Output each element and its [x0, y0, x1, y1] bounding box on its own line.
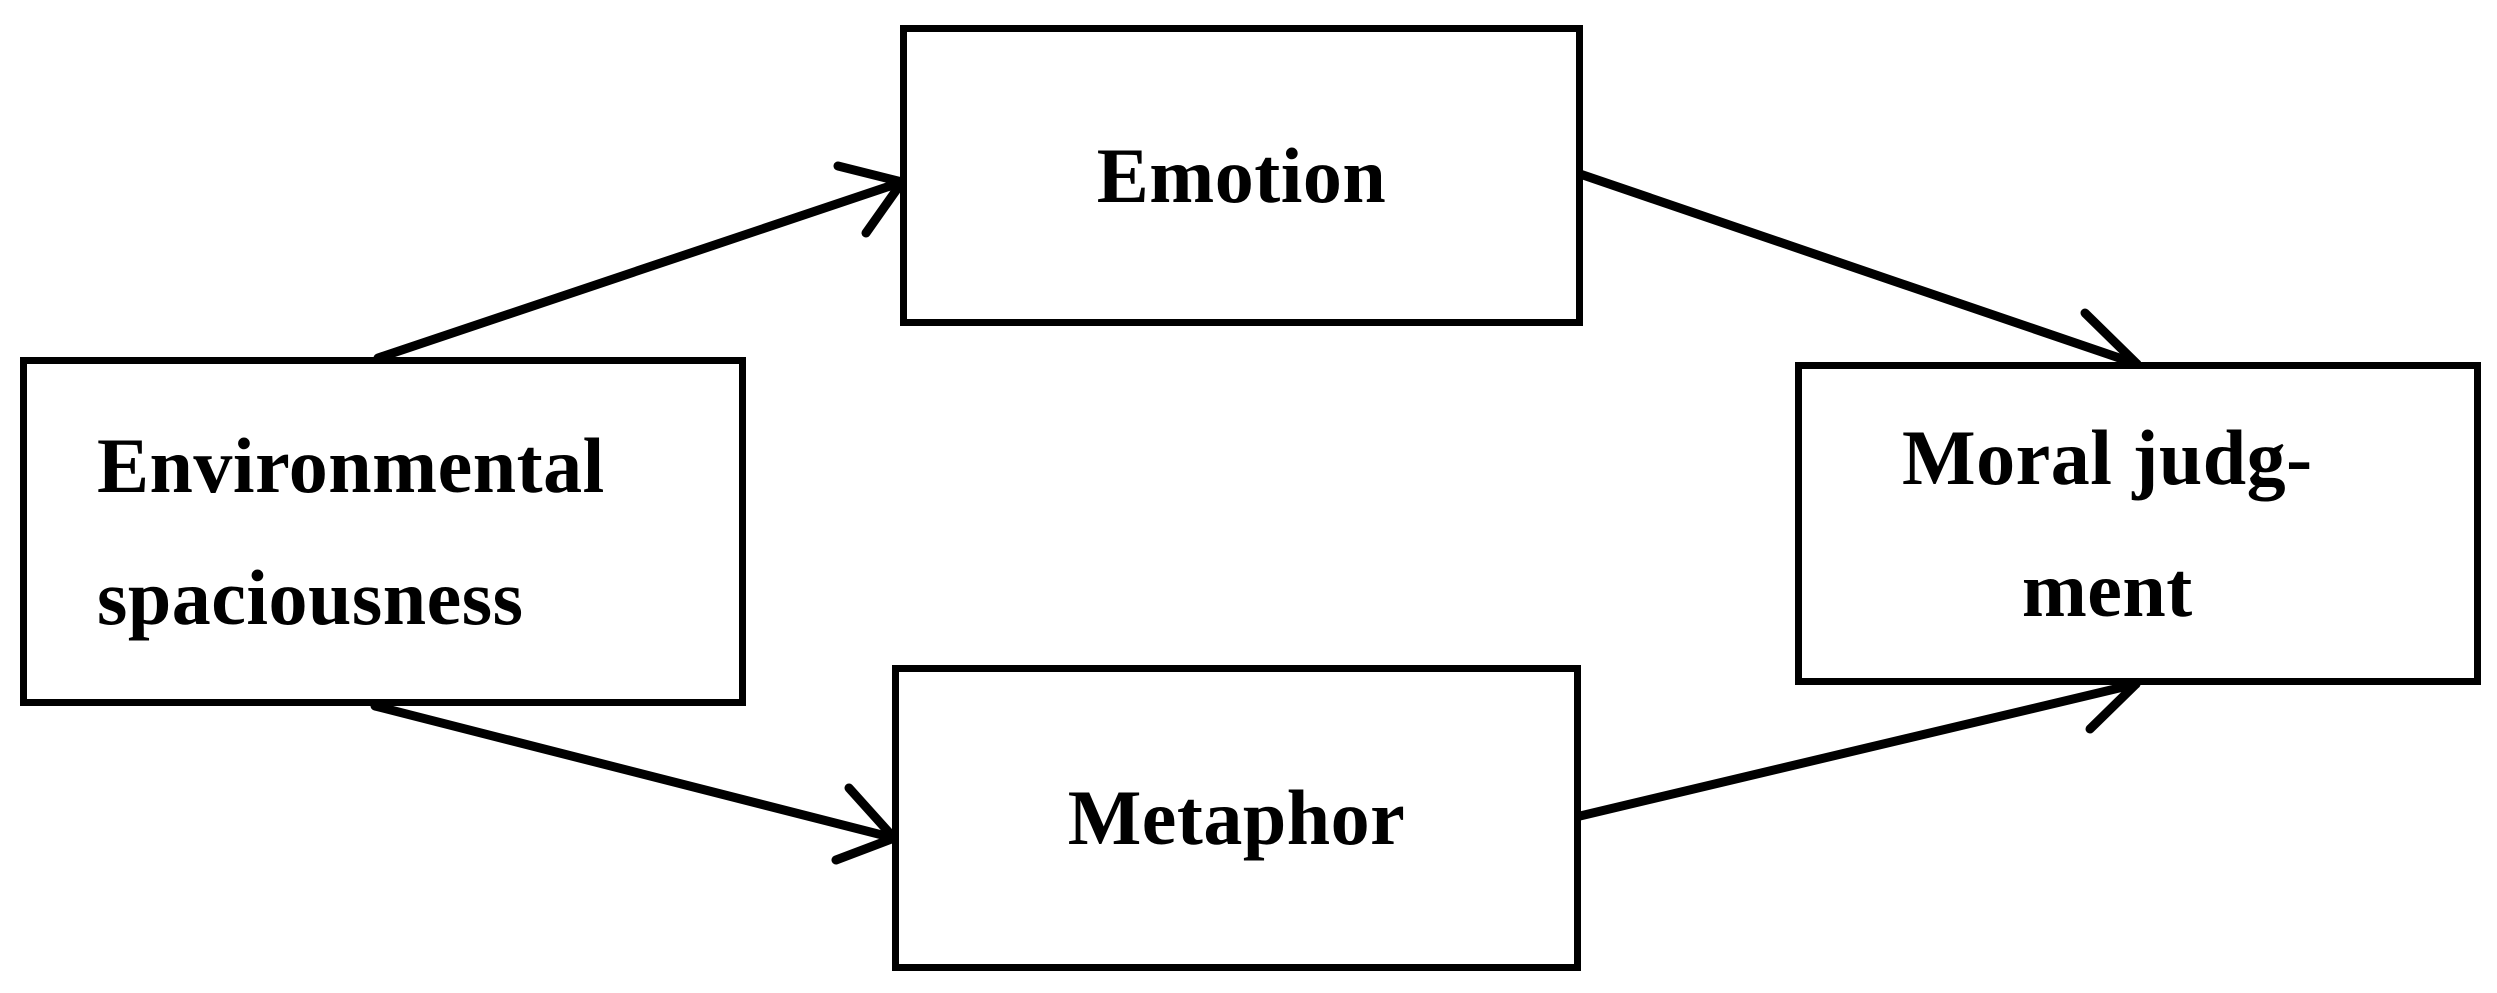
edge-environmental-to-emotion — [373, 161, 907, 363]
node-metaphor[interactable]: Metaphor — [892, 665, 1581, 971]
node-label-line-1: Environmental — [97, 422, 605, 510]
arrowhead-barb-lower — [2085, 679, 2141, 734]
node-label-line-1: Moral judg- — [1902, 414, 2313, 502]
edge-line — [1575, 679, 2141, 821]
node-label-line-1: Metaphor — [1067, 774, 1406, 862]
edge-metaphor-to-moral — [1575, 662, 2141, 821]
arrowhead-barb-upper — [2080, 308, 2142, 369]
arrowhead-barb-upper — [844, 783, 899, 843]
edge-line — [1575, 169, 2142, 369]
node-label-line-2: spaciousness — [97, 553, 524, 641]
node-label-line-1: Emotion — [1096, 131, 1387, 219]
node-environmental-spaciousness[interactable]: Environmental spaciousness — [20, 357, 746, 706]
arrowhead-barb-lower — [831, 833, 899, 865]
node-moral-judgment[interactable]: Moral judg- ment — [1795, 362, 2481, 685]
edge-emotion-to-moral — [1575, 169, 2142, 377]
edge-environmental-to-metaphor — [370, 701, 899, 865]
edge-line — [370, 701, 899, 843]
node-label-line-2: ment — [2021, 545, 2193, 633]
node-emotion[interactable]: Emotion — [900, 25, 1583, 326]
arrowhead-barb-lower — [861, 177, 907, 238]
arrowhead-barb-upper — [833, 161, 907, 187]
edge-line — [373, 177, 907, 363]
